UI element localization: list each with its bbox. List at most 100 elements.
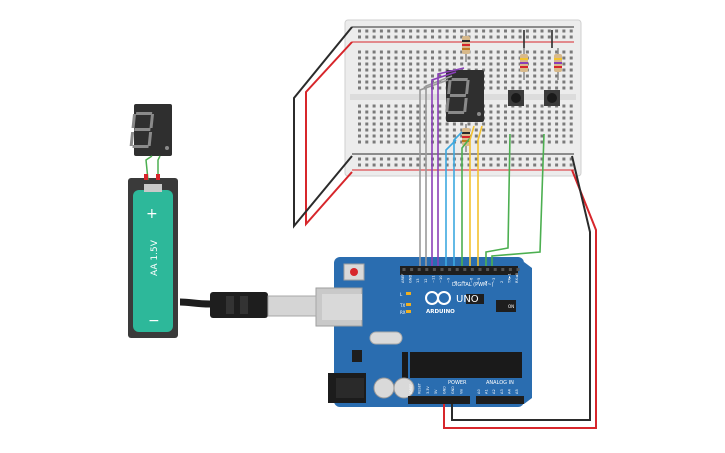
digital-pin-hole[interactable] bbox=[402, 268, 406, 271]
digital-pin-label: 4 bbox=[485, 280, 489, 283]
power-pin-label: 5V bbox=[434, 389, 438, 394]
wire-gray-2[interactable] bbox=[425, 75, 453, 266]
left-display-segment-3 bbox=[132, 145, 149, 148]
wire-blue-1[interactable] bbox=[445, 139, 457, 266]
push-button-1[interactable] bbox=[508, 90, 524, 106]
digital-pin-hole[interactable] bbox=[478, 268, 482, 271]
digital-label: DIGITAL (PWM~) bbox=[452, 282, 494, 288]
power-pin-label: GND bbox=[451, 386, 455, 394]
arduino-logo-text: ARDUINO bbox=[426, 309, 455, 315]
tx-led-label: TX bbox=[399, 303, 405, 308]
rx-led-label: RX bbox=[400, 310, 406, 315]
board-model: UNO bbox=[456, 294, 479, 305]
wire-black-gnd[interactable] bbox=[451, 155, 591, 421]
analog-label: ANALOG IN bbox=[486, 380, 514, 386]
digital-pin-label: 2 bbox=[500, 281, 504, 283]
seven-segment-display-left[interactable] bbox=[129, 104, 172, 156]
wire-red-5v[interactable] bbox=[443, 169, 597, 429]
bb-display-segment-5 bbox=[447, 80, 452, 94]
battery-label: AA 1.5V bbox=[150, 239, 160, 276]
digital-header[interactable] bbox=[400, 266, 518, 275]
bb-display-segment-3 bbox=[448, 111, 465, 114]
arduino-uno[interactable]: ARDUINO UNO DIGITAL (PWM~) POWER ANALOG … bbox=[315, 257, 532, 407]
digital-pin-hole[interactable] bbox=[448, 268, 452, 271]
bb-display-segment-0 bbox=[451, 78, 468, 81]
power-header[interactable] bbox=[408, 396, 470, 404]
wire-green-seg[interactable] bbox=[461, 137, 471, 266]
resistor-1[interactable] bbox=[462, 30, 470, 62]
battery-minus: − bbox=[148, 313, 160, 329]
digital-pin-label: 8 bbox=[454, 280, 458, 283]
digital-pin-label: 13 bbox=[416, 278, 420, 283]
digital-pin-hole[interactable] bbox=[470, 268, 474, 271]
usb-cable[interactable] bbox=[179, 292, 317, 318]
wire-green-battery-2[interactable] bbox=[157, 155, 161, 180]
analog-pin-label: A3 bbox=[500, 389, 504, 394]
digital-pin-hole[interactable] bbox=[410, 268, 414, 271]
digital-pin-hole[interactable] bbox=[486, 268, 490, 271]
wire-black-rail-left[interactable] bbox=[293, 26, 353, 229]
wire-blue-2[interactable] bbox=[453, 131, 463, 266]
power-pin-label: IOREF bbox=[409, 384, 413, 394]
push-button-2[interactable] bbox=[544, 90, 560, 106]
digital-pin-label: TX►1 bbox=[507, 273, 511, 284]
bb-display-segment-1 bbox=[465, 80, 470, 94]
wire-yellow-1[interactable] bbox=[469, 125, 475, 266]
power-pin-label: RESET bbox=[417, 382, 421, 394]
resistor-3[interactable] bbox=[520, 48, 528, 80]
left-display-decimal-point bbox=[165, 146, 169, 150]
on-led-label: ON bbox=[508, 304, 514, 309]
bb-display-segment-6 bbox=[449, 94, 467, 97]
bb-display-decimal-point bbox=[477, 112, 481, 116]
digital-pin-label: ~3 bbox=[492, 278, 496, 283]
power-pin-label: GND bbox=[443, 386, 447, 394]
aa-battery[interactable]: + − AA 1.5V bbox=[128, 178, 178, 338]
arduino-logo-icon bbox=[425, 291, 451, 305]
wire-purple-2[interactable] bbox=[437, 67, 465, 266]
digital-pin-hole[interactable] bbox=[440, 268, 444, 271]
wire-green-button-2[interactable] bbox=[491, 133, 545, 266]
bb-display-segment-2 bbox=[463, 98, 468, 112]
digital-pin-label: 7 bbox=[462, 281, 466, 283]
digital-pin-label: AREF bbox=[401, 274, 405, 283]
wire-yellow-2[interactable] bbox=[477, 125, 483, 266]
digital-pin-hole[interactable] bbox=[432, 268, 436, 271]
digital-pin-label: GND bbox=[409, 275, 413, 283]
power-label: POWER bbox=[448, 380, 467, 386]
wire-purple-1[interactable] bbox=[431, 71, 457, 266]
analog-header[interactable] bbox=[476, 396, 524, 404]
digital-pin-hole[interactable] bbox=[516, 268, 520, 271]
left-display-segment-0 bbox=[135, 112, 153, 115]
bb-display-segment-4 bbox=[445, 98, 450, 112]
digital-pin-hole[interactable] bbox=[463, 268, 467, 271]
wire-green-button-1[interactable] bbox=[485, 133, 511, 266]
analog-pin-label: A5 bbox=[515, 389, 519, 394]
power-pin-label: 3.3V bbox=[426, 386, 430, 394]
digital-pin-hole[interactable] bbox=[493, 268, 497, 271]
digital-pin-label: ~5 bbox=[477, 278, 481, 283]
left-display-segment-2 bbox=[147, 132, 153, 146]
digital-pin-hole[interactable] bbox=[417, 268, 421, 271]
atmega-chip bbox=[410, 352, 522, 378]
wire-red-rail-left[interactable] bbox=[305, 41, 353, 227]
digital-pin-label: ~10 bbox=[439, 275, 443, 283]
analog-pin-label: A4 bbox=[507, 389, 511, 394]
digital-pin-label: ~11 bbox=[431, 275, 435, 283]
digital-pin-hole[interactable] bbox=[501, 268, 505, 271]
digital-pin-hole[interactable] bbox=[508, 268, 512, 271]
digital-pin-hole[interactable] bbox=[425, 268, 429, 271]
digital-pin-label: ~6 bbox=[469, 277, 473, 283]
left-display-segment-5 bbox=[131, 114, 137, 128]
resistor-4[interactable] bbox=[554, 48, 562, 80]
seven-segment-display-breadboard[interactable] bbox=[445, 70, 484, 122]
digital-pin-label: RX◄0 bbox=[515, 272, 519, 283]
wire-green-battery-1[interactable] bbox=[145, 155, 153, 181]
analog-pin-label: A1 bbox=[485, 389, 489, 394]
crystal bbox=[369, 331, 403, 345]
digital-pin-hole[interactable] bbox=[455, 268, 459, 271]
capacitor-1 bbox=[373, 377, 395, 399]
